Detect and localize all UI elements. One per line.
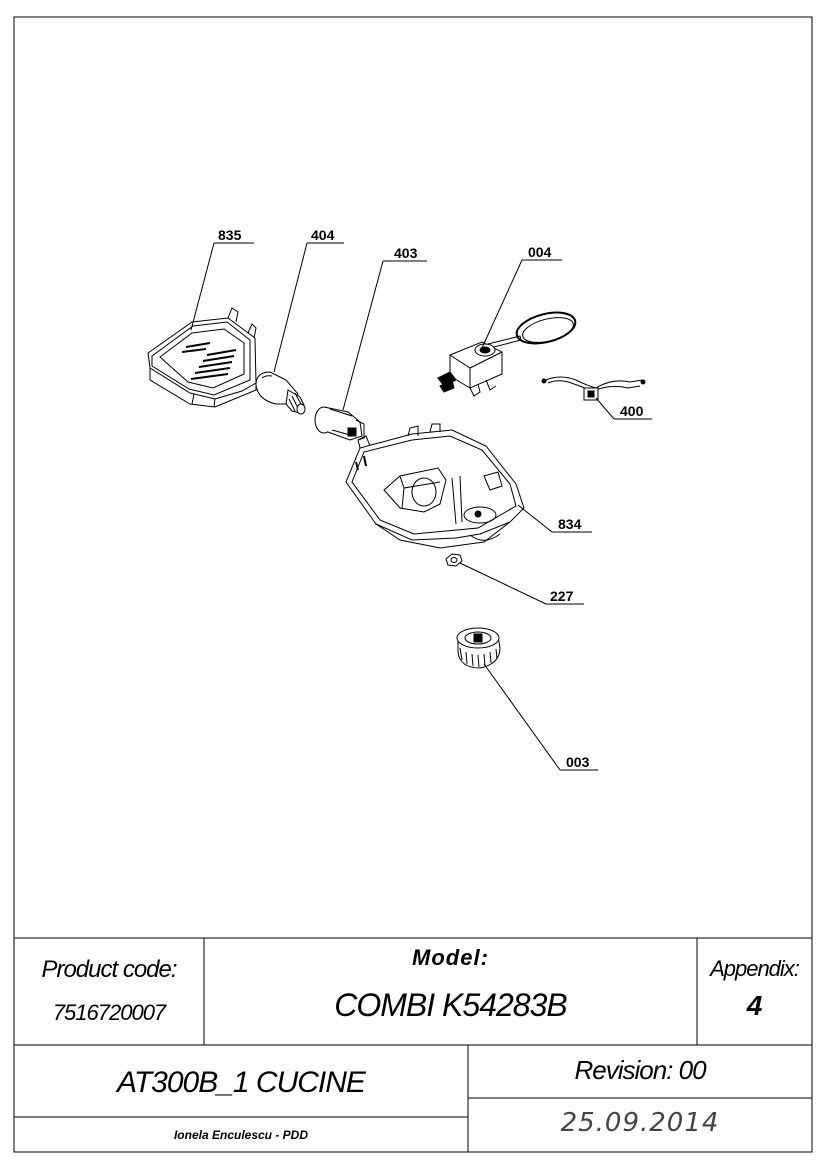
part-834-lamp-housing xyxy=(345,423,525,549)
appendix-label: Appendix: xyxy=(710,956,800,981)
part-003-knob xyxy=(456,627,501,669)
leader-835 xyxy=(190,242,215,331)
revision-date: 25.09.2014 xyxy=(560,1108,720,1138)
leader-400 xyxy=(595,397,615,420)
part-403-lamp-holder xyxy=(314,406,365,441)
author: Ionela Enculescu - PDD xyxy=(173,1128,309,1142)
callout-003: 003 xyxy=(566,754,590,770)
title-block-grid xyxy=(14,937,812,1152)
callout-400: 400 xyxy=(620,403,644,419)
leader-404 xyxy=(273,242,308,373)
part-227-nut xyxy=(445,553,463,567)
part-835-grille-cover xyxy=(147,307,257,408)
leader-004 xyxy=(481,259,523,349)
callout-403: 403 xyxy=(394,245,418,261)
callout-834: 834 xyxy=(558,516,582,532)
sheet-frame xyxy=(13,16,813,1153)
appendix-value: 4 xyxy=(746,990,763,1021)
project-title: AT300B_1 CUCINE xyxy=(117,1066,366,1099)
leader-834 xyxy=(517,504,553,533)
callout-404: 404 xyxy=(311,227,335,243)
part-400-wiring-harness xyxy=(541,376,646,401)
product-code-label: Product code: xyxy=(41,956,177,983)
part-004-thermostat xyxy=(437,311,577,397)
model-value: COMBI K54283B xyxy=(334,987,567,1023)
model-label: Model: xyxy=(412,945,489,970)
callout-004: 004 xyxy=(528,244,552,260)
revision: Revision: 00 xyxy=(574,1055,706,1085)
leader-227 xyxy=(459,562,547,605)
product-code-value: 7516720007 xyxy=(52,1000,166,1025)
leader-403 xyxy=(342,260,384,411)
part-404-lamp-bulb xyxy=(255,371,306,415)
leader-003 xyxy=(483,663,561,771)
callout-227: 227 xyxy=(550,588,574,604)
callout-835: 835 xyxy=(218,227,242,243)
